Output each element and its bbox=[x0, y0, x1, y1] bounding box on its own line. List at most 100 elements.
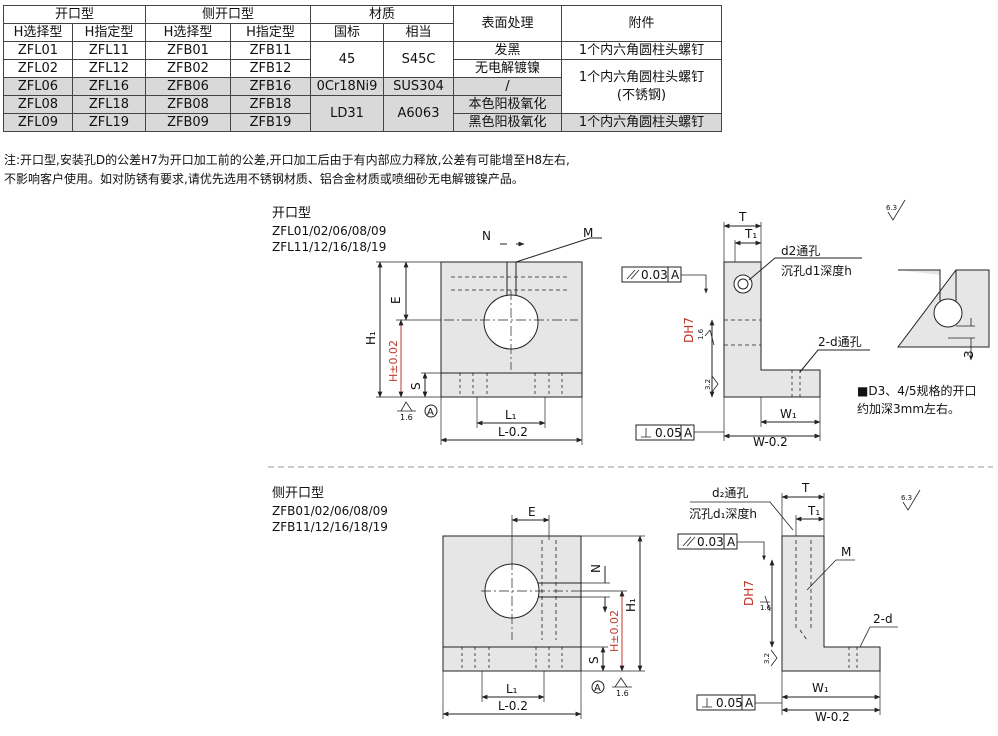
table-cell: ZFL08 bbox=[3, 95, 73, 114]
leader-d2 bbox=[748, 257, 862, 281]
label-roughness: 1.6 bbox=[616, 689, 629, 698]
label-M: M bbox=[583, 226, 593, 240]
label-E: E bbox=[528, 505, 536, 519]
label-roughness: 1.6 bbox=[697, 328, 705, 340]
ext-lines bbox=[948, 325, 975, 339]
tol-parallel-ref bbox=[668, 266, 682, 283]
open-type-models: ZFL01/02/06/08/09 bbox=[272, 224, 386, 238]
label-tol-parallel: 0.03 bbox=[697, 535, 724, 549]
detail-note: 约加深3mm左右。 bbox=[857, 401, 960, 416]
label-T: T bbox=[801, 481, 810, 495]
table-cell: 0Cr18Ni9 bbox=[310, 77, 384, 96]
roughness-symbol bbox=[612, 677, 632, 688]
tol-parallel-frame bbox=[621, 266, 669, 283]
label-W1: W₁ bbox=[812, 681, 829, 695]
roughness-general-icon bbox=[887, 199, 906, 221]
label-D: DH7 bbox=[682, 317, 696, 343]
table-cell: ZFB01 bbox=[145, 41, 231, 60]
label-datum-A: A bbox=[594, 683, 601, 694]
base-hole-hidden bbox=[848, 647, 858, 671]
side-profile bbox=[781, 535, 881, 672]
tol-parallel-ref bbox=[724, 533, 738, 550]
side-open-type-side-view: d₂通孔 沉孔d₁深度h T T₁ 0.03 A M DH7 1.6 2-d 3… bbox=[677, 481, 921, 724]
label-roughness-general: 6.3 bbox=[886, 204, 897, 212]
label-W: W-0.2 bbox=[815, 710, 850, 724]
ext-lines bbox=[511, 515, 550, 560]
table-cell: LD31 bbox=[310, 95, 384, 132]
open-type-title: 开口型 bbox=[272, 206, 311, 221]
label-2d-hole: 2-d bbox=[873, 612, 893, 626]
ext-lines bbox=[581, 535, 645, 672]
side-slot bbox=[536, 582, 581, 598]
table-cell: ZFB06 bbox=[145, 77, 231, 96]
table-row: ZFL06 ZFL16 ZFB06 ZFB16 0Cr18Ni9 SUS304 … bbox=[3, 77, 722, 96]
table-cell: 本色阳极氧化 bbox=[453, 95, 562, 114]
label-tol-ref: A bbox=[727, 535, 736, 549]
table-cell: ZFL09 bbox=[3, 113, 73, 132]
tol-perp-frame bbox=[635, 424, 682, 441]
perpendicular-icon bbox=[702, 698, 712, 708]
label-M: M bbox=[841, 545, 851, 559]
table-row: ZFL01 ZFL11 ZFB01 ZFB11 45 S45C 发黑 1个内六角… bbox=[3, 41, 722, 78]
block-base bbox=[440, 372, 583, 398]
screw-hidden bbox=[451, 276, 568, 291]
subheader-equivalent: 相当 bbox=[383, 23, 454, 42]
open-type-front-view: 开口型 ZFL01/02/06/08/09 ZFL11/12/16/18/19 … bbox=[272, 206, 602, 445]
table-cell: ZFL19 bbox=[72, 113, 146, 132]
table-cell: ZFB19 bbox=[230, 113, 311, 132]
ext-lines bbox=[440, 397, 583, 445]
open-type-side-view: T T₁ d2通孔 沉孔d1深度h 0.03 A DH7 1.6 2-d通孔 3… bbox=[621, 199, 906, 449]
label-tol-ref: A bbox=[671, 268, 680, 282]
table-cell: ZFL01 bbox=[3, 41, 73, 60]
label-roughness: 1.6 bbox=[400, 413, 413, 422]
counterbore-inner bbox=[737, 278, 749, 290]
label-roughness: 1.6 bbox=[760, 604, 772, 612]
leader-parallel bbox=[681, 274, 708, 294]
parallel-icon bbox=[682, 536, 696, 547]
label-dim-3: 3 bbox=[962, 350, 976, 358]
ext-lines bbox=[442, 671, 582, 719]
label-T1: T₁ bbox=[744, 227, 757, 241]
header-accessory: 附件 bbox=[561, 5, 722, 42]
table-cell: A6063 bbox=[383, 95, 454, 132]
base-hole-hidden bbox=[791, 370, 801, 397]
leader-M bbox=[806, 559, 855, 591]
table-cell: ZFL12 bbox=[72, 59, 146, 78]
label-H1: H₁ bbox=[364, 331, 378, 345]
accessory-line: (不锈钢) bbox=[616, 87, 667, 103]
detail-slot bbox=[939, 270, 957, 305]
label-L1: L₁ bbox=[506, 682, 518, 696]
spec-table: 开口型 侧开口型 材质 表面处理 附件 H选择型 H指定型 H选择型 H指定型 … bbox=[3, 5, 722, 132]
datum-A bbox=[591, 680, 605, 694]
slot-lines bbox=[506, 262, 517, 297]
subheader-h-select: H选择型 bbox=[3, 23, 73, 42]
tol-perp-ref bbox=[742, 694, 756, 711]
subheader-h-specified: H指定型 bbox=[230, 23, 311, 42]
table-cell: ZFL16 bbox=[72, 77, 146, 96]
side-open-models: ZFB11/12/16/18/19 bbox=[272, 520, 388, 534]
label-D: DH7 bbox=[742, 580, 756, 606]
tol-perp-frame bbox=[696, 694, 743, 711]
label-S: S bbox=[587, 656, 601, 664]
table-cell: ZFB09 bbox=[145, 113, 231, 132]
header-material: 材质 bbox=[310, 5, 454, 24]
label-L: L-0.2 bbox=[498, 699, 528, 713]
table-cell: ZFL06 bbox=[3, 77, 73, 96]
label-L: L-0.2 bbox=[498, 425, 528, 439]
roughness-symbol bbox=[704, 329, 715, 346]
label-tol-perp: 0.05 bbox=[655, 426, 682, 440]
label-E: E bbox=[389, 296, 403, 304]
label-roughness-general: 6.3 bbox=[901, 494, 912, 502]
label-S: S bbox=[409, 382, 423, 390]
leader-2d bbox=[859, 626, 898, 648]
label-H1: H₁ bbox=[624, 598, 638, 612]
table-cell: 45 bbox=[310, 41, 384, 78]
roughness-symbol bbox=[397, 401, 416, 412]
table-row: ZFL09 ZFL19 ZFB09 ZFB19 黑色阳极氧化 1个内六角圆柱头螺… bbox=[3, 113, 722, 132]
screw-hidden bbox=[541, 540, 557, 640]
label-H: H±0.02 bbox=[387, 340, 400, 382]
side-open-models: ZFB01/02/06/08/09 bbox=[272, 504, 388, 518]
label-H: H±0.02 bbox=[608, 610, 621, 652]
roughness-symbol bbox=[711, 375, 719, 393]
detail-note: ■D3、4/5规格的开口 bbox=[857, 383, 977, 398]
